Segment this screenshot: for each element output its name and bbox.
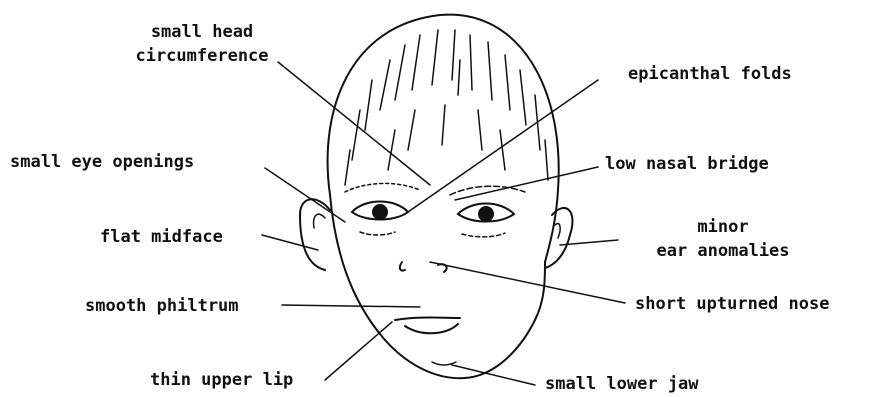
right-eyebrow <box>450 186 525 195</box>
upper-lip <box>395 318 460 321</box>
hair-strokes <box>345 30 548 185</box>
label-smooth-philtrum: smooth philtrum <box>85 294 239 318</box>
left-eyebrow <box>345 183 420 192</box>
label-minor-ear-anomalies: minor ear anomalies <box>628 215 818 263</box>
label-thin-upper-lip: thin upper lip <box>150 368 293 392</box>
face-contour <box>330 195 545 378</box>
left-ear-inner <box>314 214 325 228</box>
label-small-eye-openings: small eye openings <box>10 150 194 174</box>
right-pupil <box>479 207 493 221</box>
leader-lines <box>262 62 625 385</box>
label-short-upturned-nose: short upturned nose <box>635 292 829 316</box>
label-small-head: small head circumference <box>112 20 292 68</box>
lower-lip <box>405 324 458 333</box>
label-minor-line2: ear anomalies <box>628 239 818 263</box>
label-small-lower-jaw: small lower jaw <box>545 372 699 396</box>
label-flat-midface: flat midface <box>100 225 223 249</box>
label-low-nasal-bridge: low nasal bridge <box>605 152 769 176</box>
label-small-head-line2: circumference <box>112 44 292 68</box>
label-small-head-line1: small head <box>112 20 292 44</box>
label-epicanthal-folds: epicanthal folds <box>628 62 792 86</box>
right-ear-inner <box>555 223 560 238</box>
left-pupil <box>373 205 387 219</box>
left-ear <box>300 199 330 270</box>
label-minor-line1: minor <box>628 215 818 239</box>
